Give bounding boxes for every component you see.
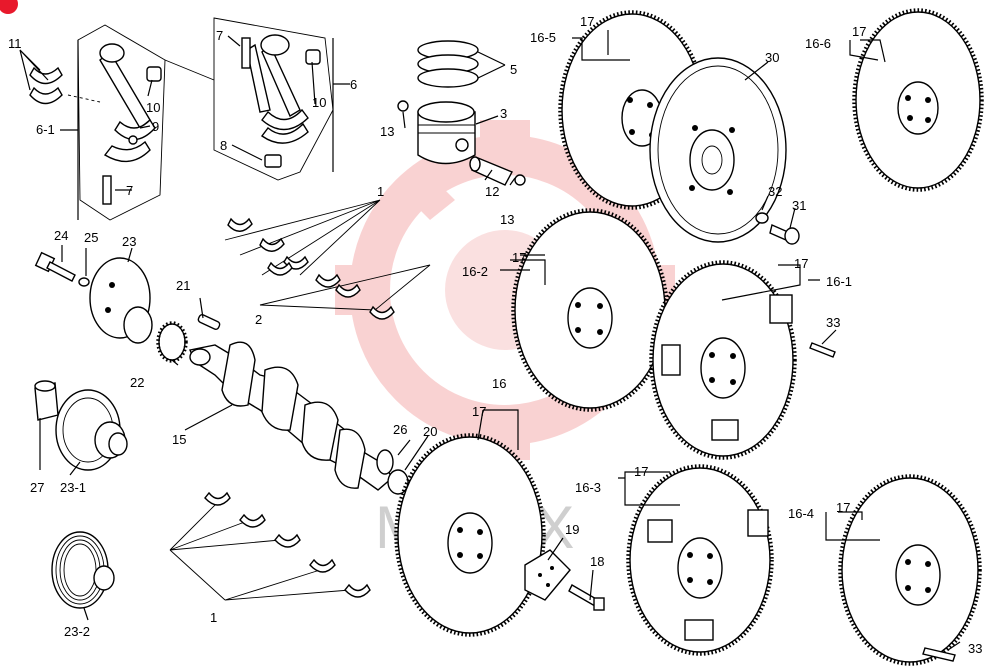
- dowel-33a: [809, 342, 836, 358]
- washer-32: [755, 212, 769, 224]
- label-26: 26: [393, 422, 407, 437]
- leader-lines: [19, 30, 961, 651]
- bolt-31: [769, 224, 800, 245]
- label-23-2: 23-2: [64, 624, 90, 639]
- pulley-23: [89, 257, 153, 344]
- label-16-6: 16-6: [805, 36, 831, 51]
- label-2: 2: [255, 312, 262, 327]
- label-8: 8: [220, 138, 227, 153]
- label-22: 22: [130, 375, 144, 390]
- label-16-5: 16-5: [530, 30, 556, 45]
- label-13a: 13: [380, 124, 394, 139]
- label-24: 24: [54, 228, 68, 243]
- label-25: 25: [84, 230, 98, 245]
- label-1b: 1: [210, 610, 217, 625]
- label-11: 11: [8, 36, 22, 51]
- label-12: 12: [485, 184, 499, 199]
- drive-plate-30: [649, 57, 787, 243]
- washer-25: [78, 277, 90, 287]
- label-33b: 33: [968, 641, 982, 656]
- label-17g: 17: [836, 500, 850, 515]
- label-6-1: 6-1: [36, 122, 55, 137]
- corner-badge: [0, 0, 18, 14]
- label-31: 31: [792, 198, 806, 213]
- label-16: 16: [492, 376, 506, 391]
- flywheel-16-3: [626, 464, 774, 656]
- label-27: 27: [30, 480, 44, 495]
- key-21: [197, 314, 221, 330]
- label-17d: 17: [794, 256, 808, 271]
- label-21: 21: [176, 278, 190, 293]
- label-16-4: 16-4: [788, 506, 814, 521]
- crankshaft: [189, 341, 393, 491]
- label-15: 15: [172, 432, 186, 447]
- pulley-23-1: [55, 389, 128, 471]
- label-18: 18: [590, 554, 604, 569]
- main-bearings-upper: [224, 199, 431, 320]
- gear-26: [376, 449, 394, 475]
- flywheel-16-2: [511, 208, 669, 412]
- label-16-2: 16-2: [462, 264, 488, 279]
- label-17a: 17: [580, 14, 594, 29]
- label-1a: 1: [377, 184, 384, 199]
- circlip-right: [514, 174, 526, 186]
- label-17e: 17: [472, 404, 486, 419]
- piston-rings: [417, 40, 479, 88]
- label-13b: 13: [500, 212, 514, 227]
- label-5: 5: [510, 62, 517, 77]
- label-17f: 17: [634, 464, 648, 479]
- label-10b: 10: [312, 95, 326, 110]
- label-23: 23: [122, 234, 136, 249]
- conrod-assembly-6: [164, 17, 334, 181]
- label-23-1: 23-1: [60, 480, 86, 495]
- conrod-assembly-6-1: [29, 24, 166, 221]
- main-bearings-lower: [169, 491, 371, 601]
- label-10a: 10: [146, 100, 160, 115]
- flywheel-16: [394, 433, 546, 637]
- part-labels: 11 6-1 10 9 7 7 8 10 6 5 3 13 12 13 1 2 …: [8, 14, 982, 656]
- label-16-3: 16-3: [575, 480, 601, 495]
- label-17c: 17: [512, 250, 526, 265]
- dowel-33b: [922, 647, 956, 662]
- flywheel-16-4: [838, 474, 982, 666]
- plate-19: [524, 549, 571, 601]
- bush-27: [34, 380, 59, 421]
- label-16-1: 16-1: [826, 274, 852, 289]
- flywheel-16-6: [852, 8, 984, 192]
- bolt-24: [34, 251, 76, 282]
- piston-pin: [469, 156, 513, 186]
- label-6: 6: [350, 77, 357, 92]
- gear-22: [156, 321, 188, 363]
- label-33a: 33: [826, 315, 840, 330]
- label-9: 9: [152, 119, 159, 134]
- seal-20: [387, 469, 409, 495]
- piston: [417, 101, 476, 165]
- label-30: 30: [765, 50, 779, 65]
- label-3: 3: [500, 106, 507, 121]
- label-19: 19: [565, 522, 579, 537]
- label-17b: 17: [852, 24, 866, 39]
- label-7a: 7: [216, 28, 223, 43]
- label-32: 32: [768, 184, 782, 199]
- bolt-18: [568, 584, 605, 611]
- label-20: 20: [423, 424, 437, 439]
- circlip-left: [397, 100, 409, 112]
- pulley-23-2: [51, 531, 115, 609]
- flywheel-16-1: [649, 260, 797, 460]
- label-7b: 7: [126, 183, 133, 198]
